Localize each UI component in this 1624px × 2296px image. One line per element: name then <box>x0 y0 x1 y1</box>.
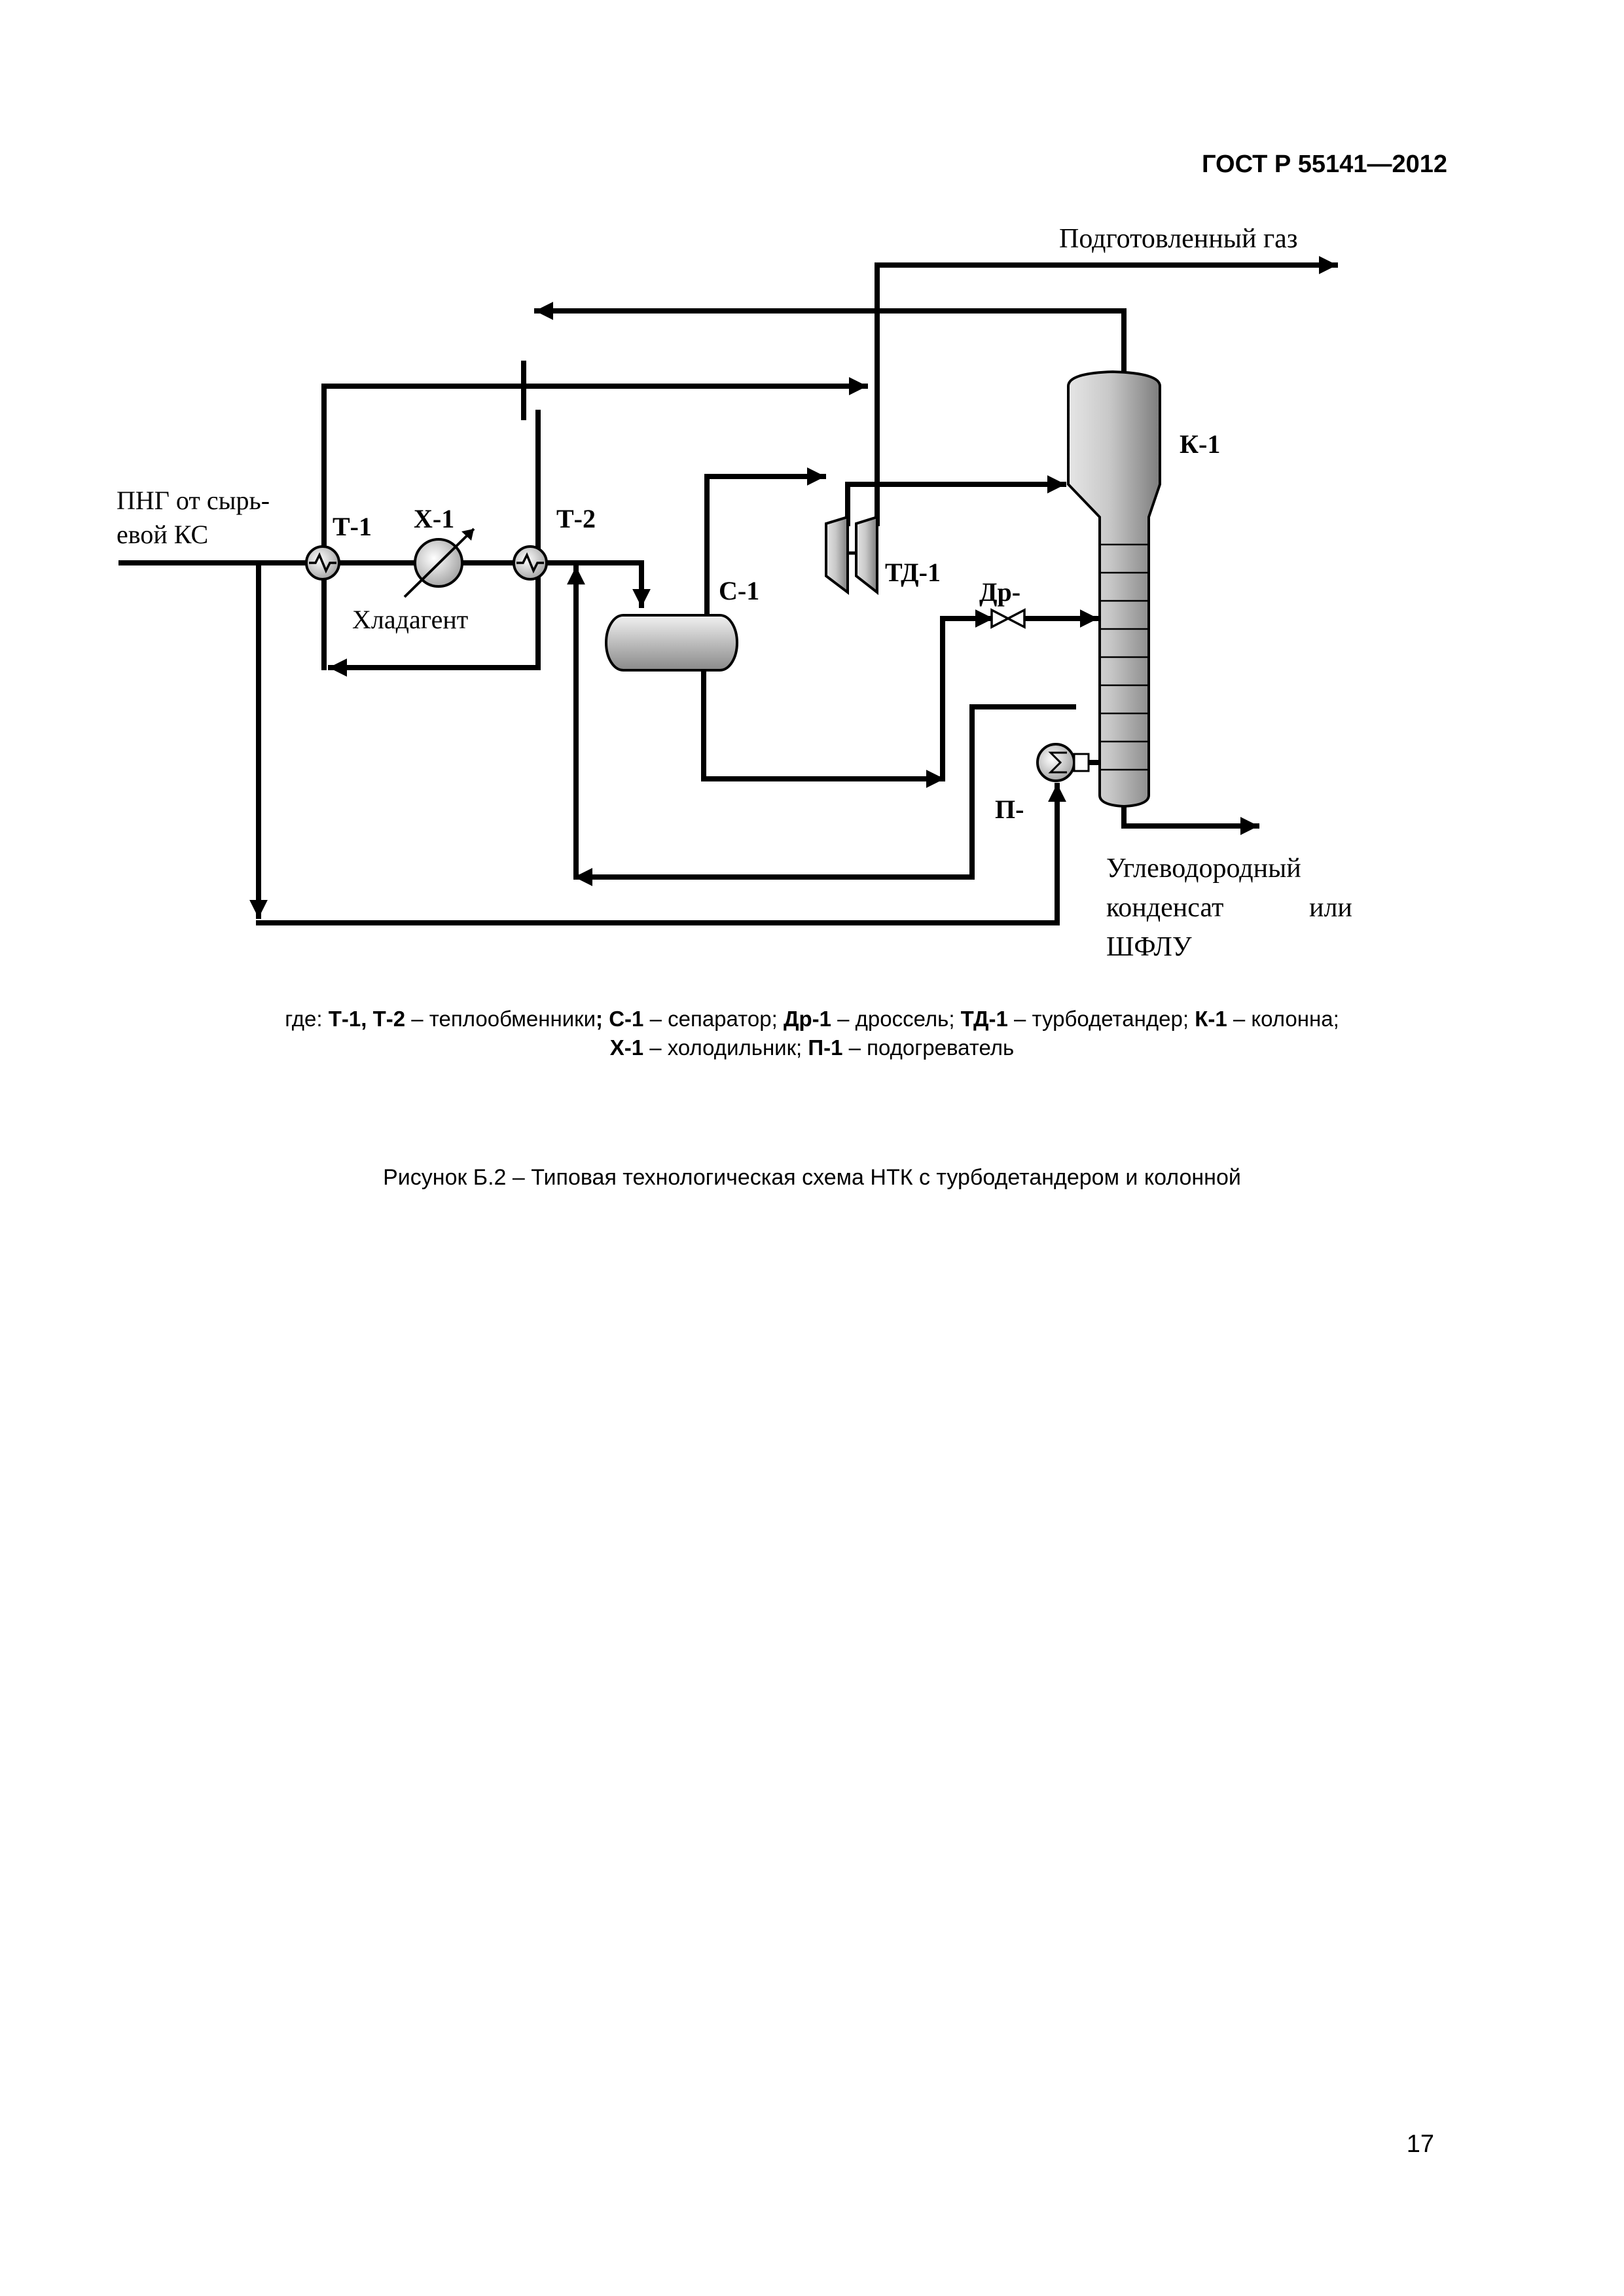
legend-text: – сепаратор <box>643 1007 772 1031</box>
pipe-bottom-line <box>256 783 1066 925</box>
heat-exchanger-t2 <box>513 545 548 581</box>
condensate-label-line1: Углеводородный <box>1106 853 1301 884</box>
legend: где: Т-1, Т-2 – теплообменники; С-1 – се… <box>285 1007 1339 1060</box>
equipment-label-k1: К-1 <box>1180 429 1220 459</box>
legend-text: – холодильник <box>643 1035 797 1060</box>
legend-code: Х-1 <box>609 1035 644 1060</box>
pipe-column-overhead-return <box>534 302 1127 376</box>
condensate-label-line2a: конденсат <box>1106 893 1223 923</box>
equipment-label-c1: С-1 <box>719 576 759 605</box>
legend-text: – колонна <box>1227 1007 1333 1031</box>
reboiler-p1 <box>1036 743 1090 782</box>
pipe-reboiler-loop <box>573 704 1076 886</box>
pipe-separator-gas-to-td1 <box>704 467 826 615</box>
equipment-label-p: П- <box>995 795 1024 824</box>
figure-caption: Рисунок Б.2 – Типовая технологическая сх… <box>383 1165 1241 1190</box>
pipe-separator-liquid <box>701 665 945 788</box>
feed-label-line1: ПНГ от сырь- <box>117 486 270 515</box>
page-number: 17 <box>1406 2130 1434 2158</box>
pipe-td1-to-column <box>845 475 1066 526</box>
pipe-prepared-gas <box>875 256 1338 526</box>
legend-code: Т-1, Т-2 <box>328 1007 406 1031</box>
equipment-label-td1: ТД-1 <box>885 558 941 587</box>
legend-text: – дроссель <box>831 1007 949 1031</box>
pipe-refrigerant-return <box>328 410 541 677</box>
column-k1 <box>1067 370 1161 808</box>
legend-prefix: где: <box>285 1007 329 1031</box>
legend-text: – подогреватель <box>842 1035 1015 1060</box>
refrigerant-label: Хладагент <box>352 605 468 634</box>
process-flow-diagram: ПНГ от сырь- евой КС Т-1 Х-1 Т-2 Хладаге… <box>117 224 1352 962</box>
equipment-label-x1: Х-1 <box>414 504 454 533</box>
equipment-label-t2: Т-2 <box>556 504 596 533</box>
pipe-bypass-top <box>321 377 868 549</box>
equipment-label-t1: Т-1 <box>333 512 372 541</box>
legend-code: С-1 <box>609 1007 644 1031</box>
prepared-gas-label: Подготовленный газ <box>1059 224 1297 254</box>
cooler-x1 <box>403 528 475 598</box>
legend-code: Др-1 <box>783 1007 831 1031</box>
legend-text: – турбодетандер <box>1007 1007 1183 1031</box>
turbo-expander-td1 <box>825 515 878 596</box>
pipelines <box>118 256 1338 925</box>
heat-exchanger-t1 <box>305 545 340 581</box>
condensate-label-line2b: или <box>1309 893 1352 923</box>
feed-label-line2: евой КС <box>117 520 208 549</box>
legend-code: К-1 <box>1195 1007 1227 1031</box>
pipe-liquid-riser <box>940 609 994 781</box>
legend-text: – теплообменники <box>405 1007 596 1031</box>
pipe-t2-to-separator <box>544 560 651 608</box>
pipe-column-bottoms <box>1121 802 1259 835</box>
document-header: ГОСТ Р 55141—2012 <box>1202 151 1447 178</box>
separator-c1 <box>605 614 738 672</box>
legend-code: ТД-1 <box>960 1007 1008 1031</box>
condensate-label-line3: ШФЛУ <box>1106 932 1192 962</box>
equipment-label-dr: Др- <box>979 577 1020 607</box>
choke-valve-dr1 <box>990 608 1026 629</box>
legend-code: П-1 <box>808 1035 843 1060</box>
